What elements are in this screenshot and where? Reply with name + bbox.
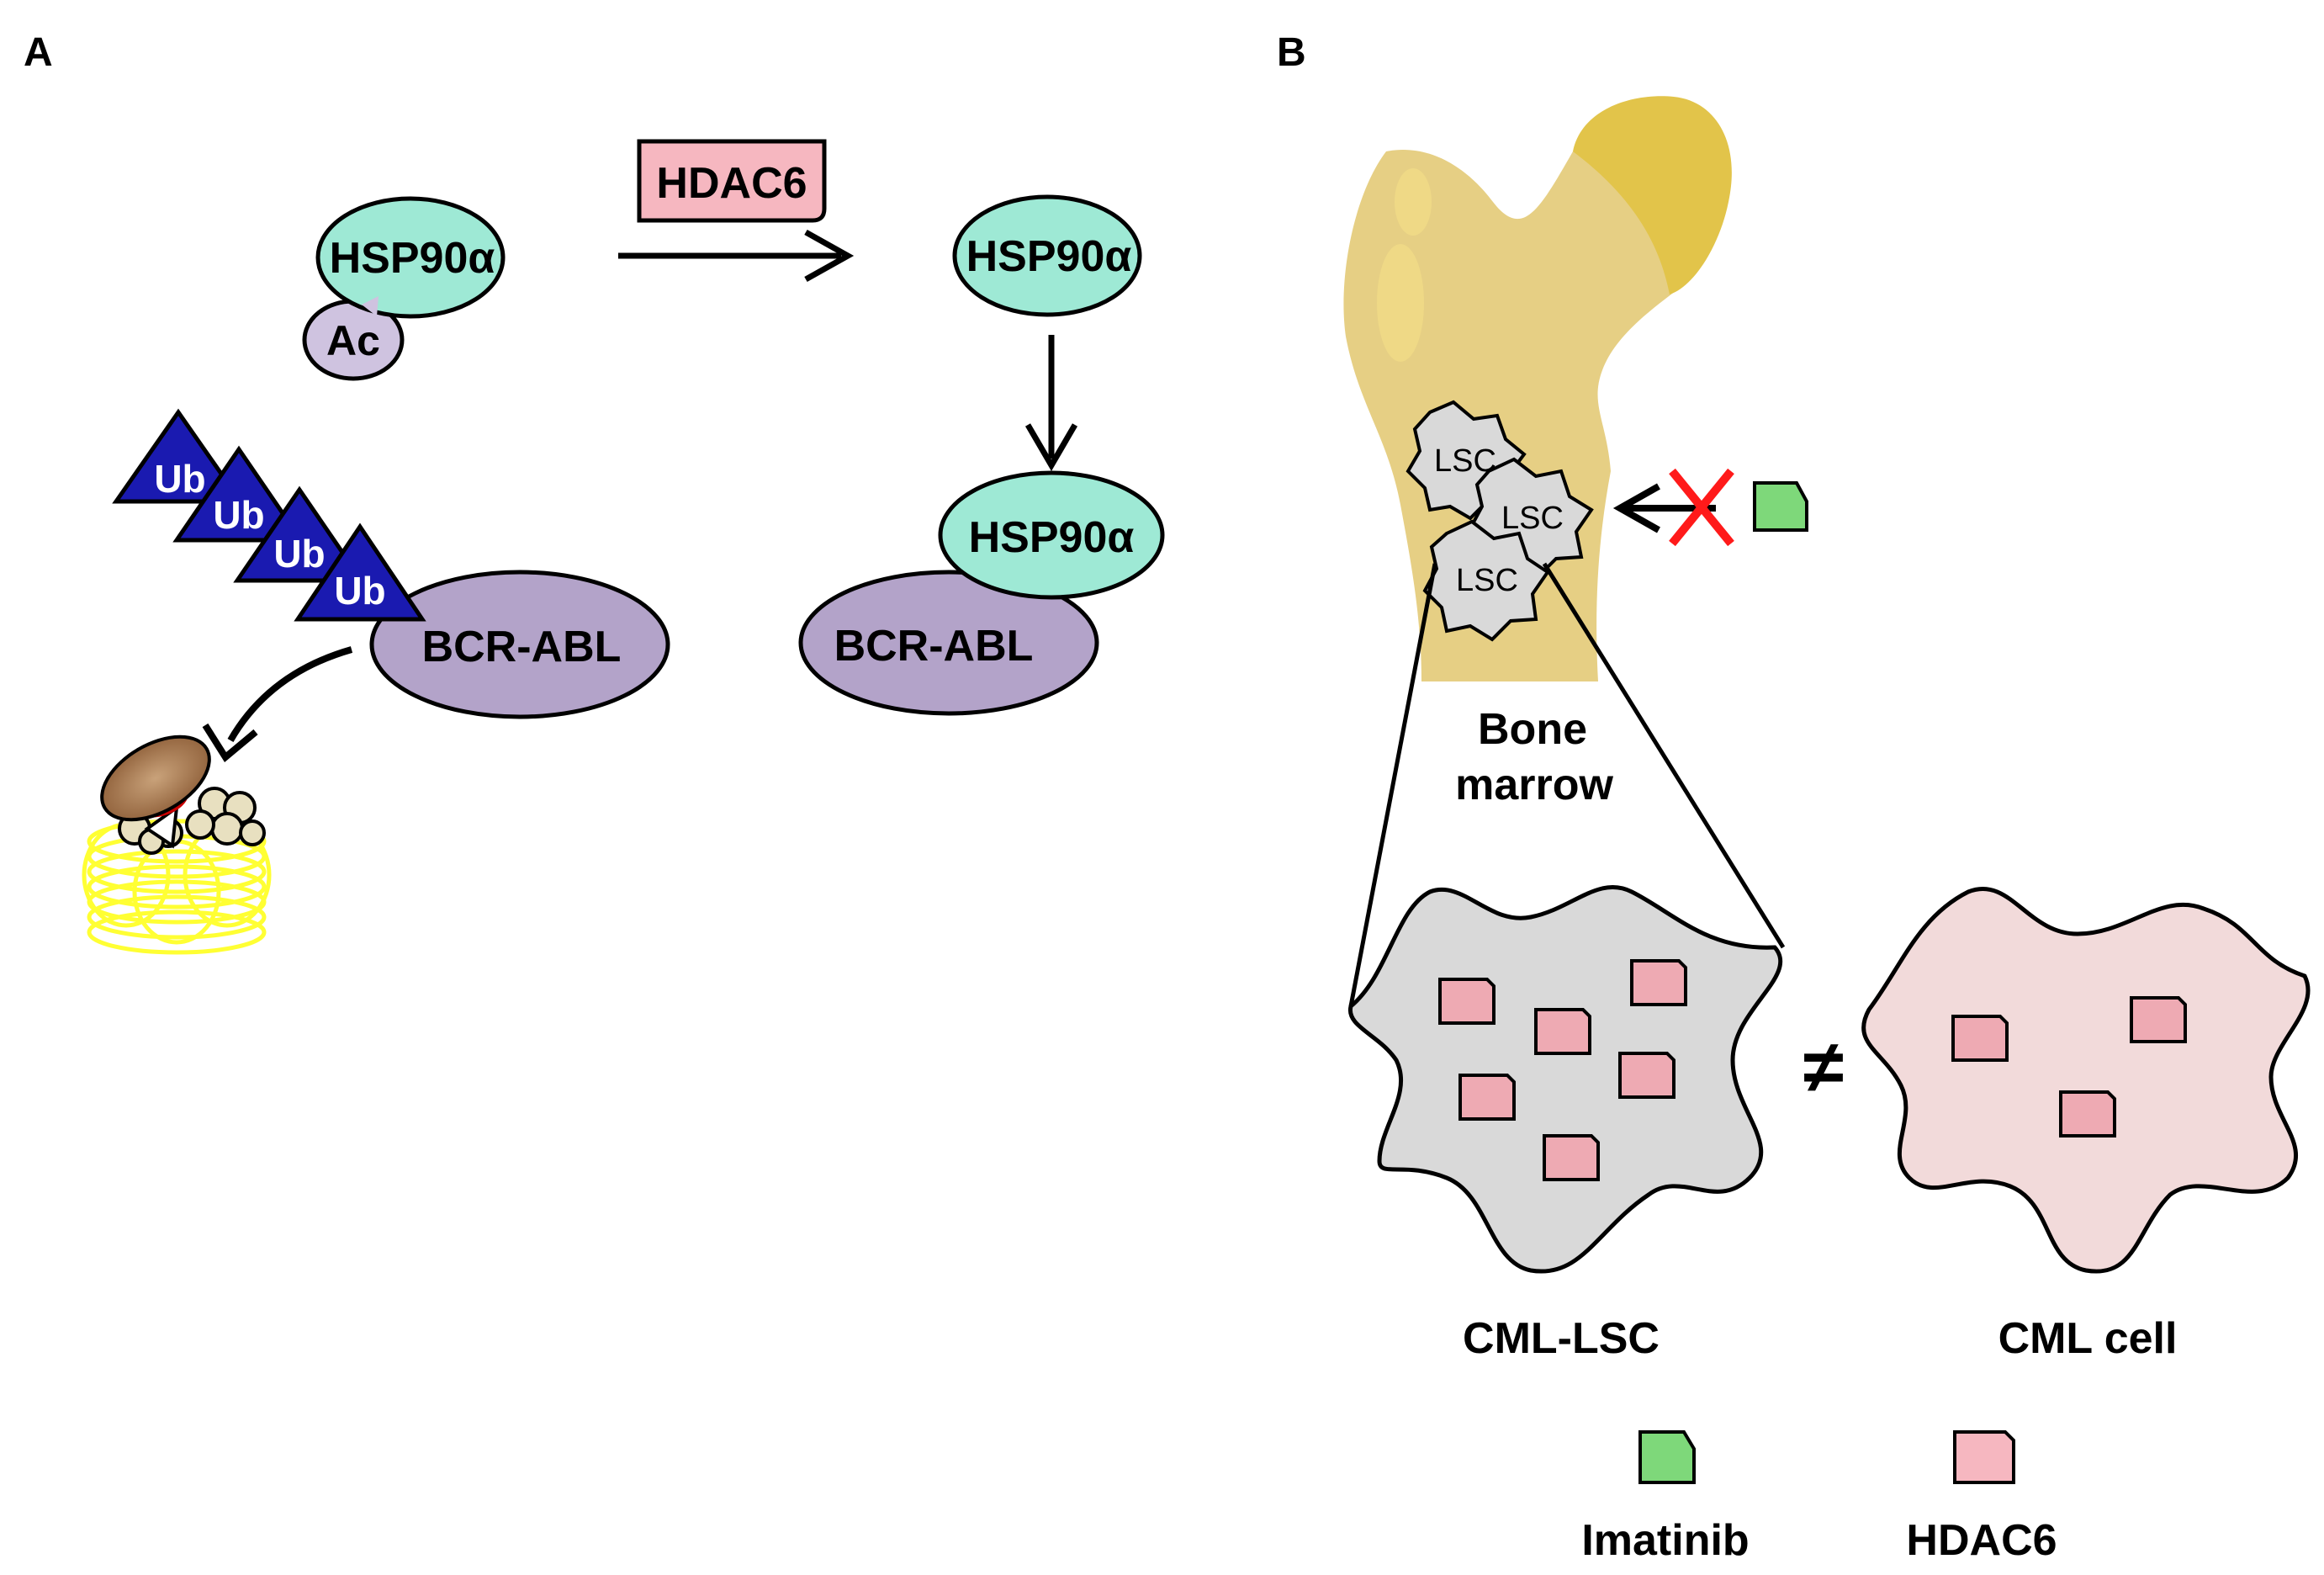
panel-a-letter: A	[24, 30, 53, 75]
ubiquitin-triangle-2	[172, 445, 305, 543]
degradation-arrowhead	[202, 723, 258, 762]
acetyl-label: Ac	[326, 317, 380, 364]
panel-b: B LSC LSC LSC Bone marrow	[1277, 30, 2311, 1565]
ubiquitin-triangle-1	[112, 408, 245, 504]
cml-cell-label: CML cell	[1998, 1314, 2178, 1363]
legend-imatinib-icon	[1638, 1430, 1696, 1484]
bone-marrow-lsc-cluster: LSC LSC LSC	[1406, 400, 1594, 642]
bone-marrow-label-line2: marrow	[1455, 761, 1613, 809]
panel-a: A HDAC6 HSP90α Ac HSP90α HSP90α BCR-AB	[24, 30, 1165, 955]
proteasome-icon	[82, 734, 272, 955]
hdac6-enzyme-box: HDAC6	[637, 139, 827, 223]
imatinib-molecule-icon	[1753, 481, 1808, 532]
not-equal-symbol: ≠	[1803, 1025, 1844, 1108]
stable-bcr-abl-complex: HSP90α BCR-ABL	[798, 470, 1165, 716]
ubiquitin-triangle-4	[294, 522, 426, 622]
legend: Imatinib HDAC6	[1581, 1430, 2057, 1565]
bone-shaft	[1343, 101, 1710, 681]
lsc-label-3: LSC	[1456, 563, 1518, 598]
ubiquitin-label-4: Ub	[334, 569, 385, 612]
hsp90-deacetylated	[952, 194, 1142, 317]
hsp90-deacetylated-label: HSP90α	[966, 232, 1132, 281]
ubiquitinated-bcr-abl: BCR-ABL Ub Ub Ub Ub	[112, 408, 670, 719]
ubiquitin-label-2: Ub	[213, 493, 264, 537]
bone-head	[1573, 96, 1732, 295]
bone-illustration	[1343, 96, 1732, 681]
cml-lsc-label: CML-LSC	[1463, 1314, 1660, 1363]
imatinib-blocked-arrow	[1612, 468, 1808, 547]
zoom-line-left	[1348, 563, 1437, 1007]
acetylated-hsp90-complex: HSP90α Ac	[302, 196, 506, 381]
hsp90-acetylated-label: HSP90α	[330, 234, 495, 283]
bcr-abl-stable	[798, 570, 1099, 716]
bcr-abl-stable-label: BCR-ABL	[834, 622, 1034, 671]
zoom-line-right	[1542, 562, 1786, 949]
lsc-cell-3	[1422, 519, 1550, 642]
legend-imatinib-label: Imatinib	[1581, 1516, 1749, 1565]
hsp90-bound-label: HSP90α	[969, 513, 1135, 562]
ubiquitin-triangle-3	[233, 485, 366, 583]
cml-lsc-cell	[1347, 885, 1783, 1274]
hsp90-acetylated	[315, 196, 506, 319]
legend-hdac6-label: HDAC6	[1906, 1516, 2057, 1565]
hsp90-bound	[938, 470, 1165, 600]
bone-marrow-label-line1: Bone	[1478, 705, 1587, 754]
ubiquitin-label-1: Ub	[154, 457, 205, 501]
cml-cell	[1861, 886, 2311, 1274]
lsc-label-2: LSC	[1501, 501, 1564, 536]
bcr-abl-degraded-label: BCR-ABL	[422, 623, 622, 671]
panel-b-letter: B	[1277, 30, 1306, 75]
legend-hdac6-icon	[1953, 1430, 2015, 1484]
hdac6-enzyme-label: HDAC6	[656, 159, 807, 208]
deacetylation-arrowhead	[804, 229, 855, 283]
ubiquitin-label-3: Ub	[273, 532, 325, 575]
binding-arrowhead	[1024, 423, 1078, 471]
bcr-abl-degraded	[369, 570, 670, 719]
degradation-arrow	[227, 646, 353, 742]
